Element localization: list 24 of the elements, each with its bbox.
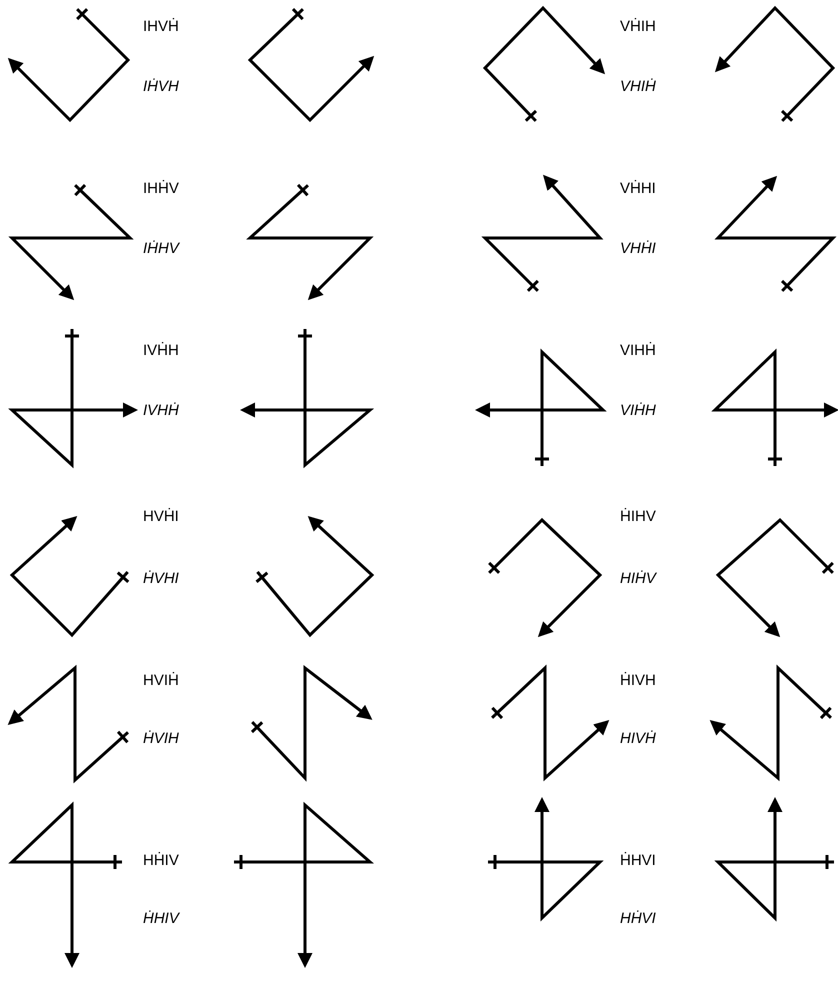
sequence-label: IVHḢ	[143, 402, 179, 420]
sequence-label: ḢHIV	[143, 910, 179, 928]
sequence-label: ḢHVI	[620, 852, 656, 870]
sequence-label: IḢVH	[143, 78, 179, 96]
sequence-label: VIHḢ	[620, 342, 656, 360]
sequence-label: VHḢI	[620, 240, 656, 258]
sequence-label: IHVḢ	[143, 18, 179, 36]
sequence-label: VIḢH	[620, 402, 656, 420]
sequence-label: ḢIVH	[620, 672, 656, 690]
sequence-label: IḢHV	[143, 240, 179, 258]
sequence-label: HVIḢ	[143, 672, 179, 690]
sequence-label: ḢVHI	[143, 570, 179, 588]
sequence-label: VḢIH	[620, 18, 656, 36]
sequence-label: ḢIHV	[620, 508, 656, 526]
sequence-label: HIVḢ	[620, 730, 656, 748]
sequence-label: IVḢH	[143, 342, 179, 360]
sequence-label: HḢIV	[143, 852, 179, 870]
sequence-label: HVḢI	[143, 508, 179, 526]
sequence-label: IHḢV	[143, 180, 179, 198]
sequence-label: ḢVIH	[143, 730, 179, 748]
sequence-label: VHIḢ	[620, 78, 656, 96]
sequence-label: HḢVI	[620, 910, 656, 928]
sequence-label: VḢHI	[620, 180, 656, 198]
sequence-label: HIḢV	[620, 570, 656, 588]
